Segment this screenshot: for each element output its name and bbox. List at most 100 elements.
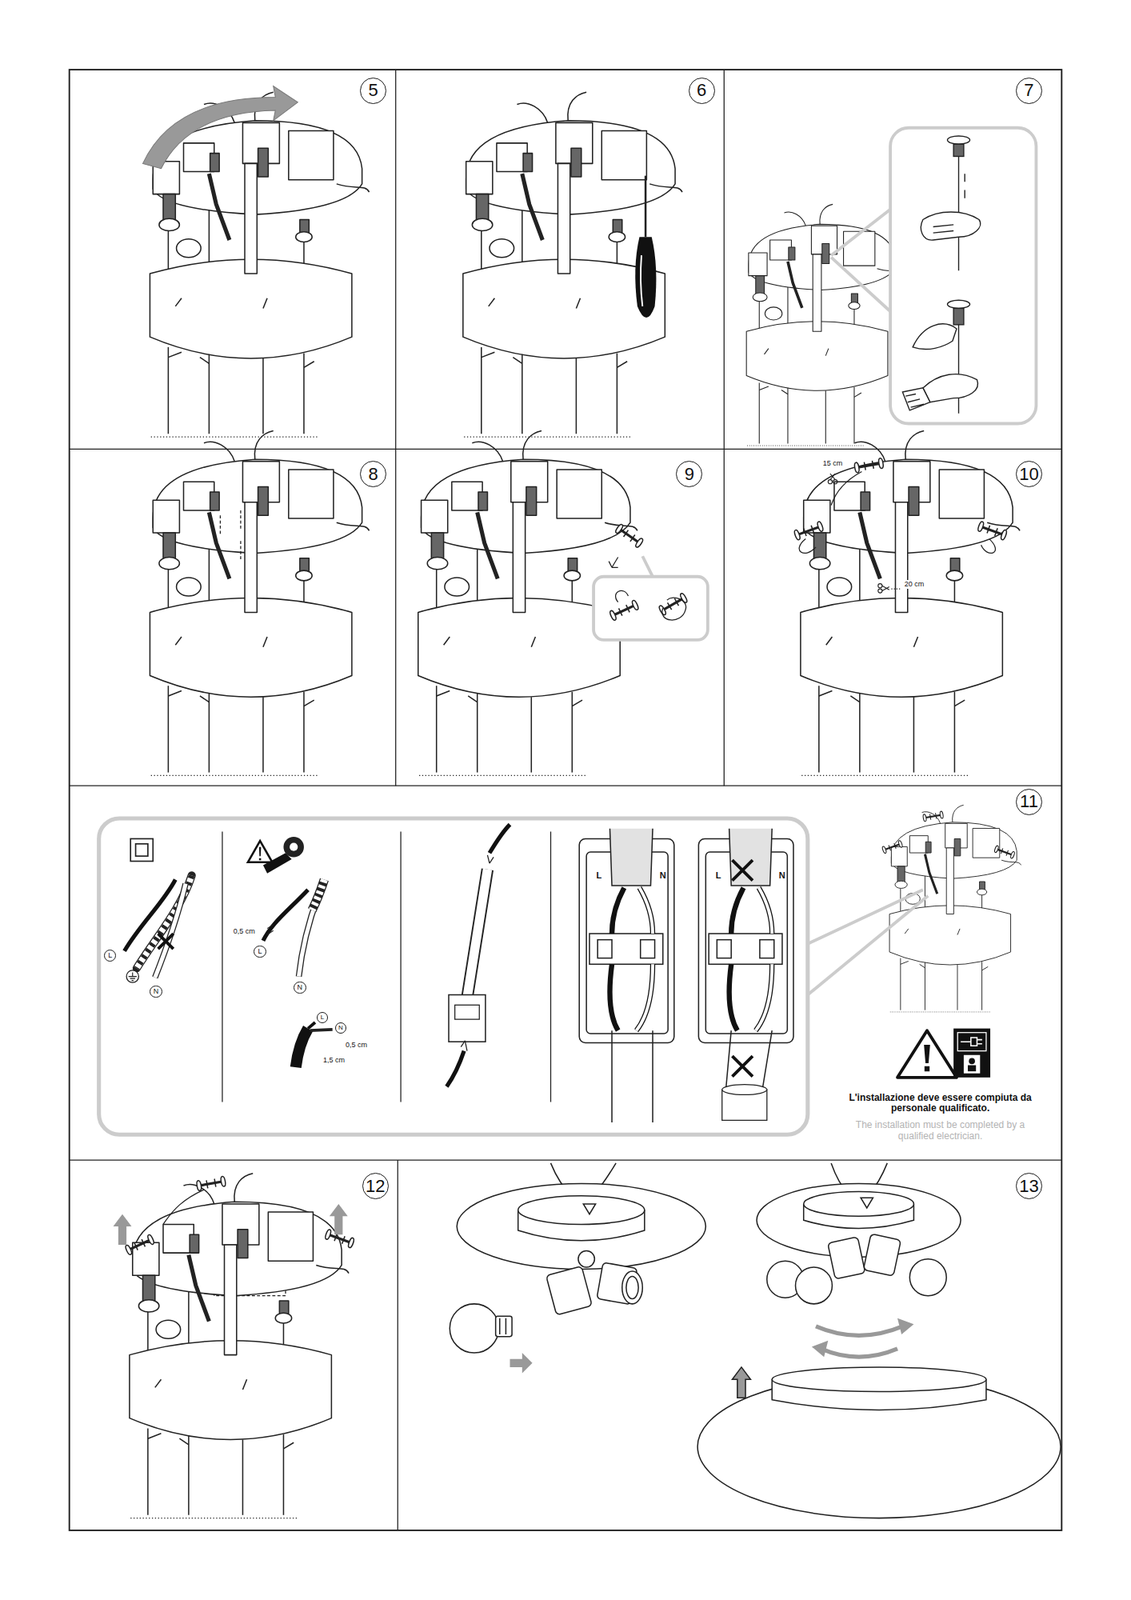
step-6-figure <box>644 175 648 238</box>
step-13-figure <box>449 1303 499 1353</box>
step-11-figure <box>960 1037 983 1046</box>
step-7-figure <box>947 135 970 144</box>
dimension: 1,5 cm <box>322 1055 346 1064</box>
step-11-figure <box>124 879 176 951</box>
step-11-figure <box>467 869 488 999</box>
step-11-figure <box>259 847 262 861</box>
step-11-figure <box>99 804 1022 1135</box>
step-11-figure <box>99 818 808 1135</box>
step-7-figure <box>831 257 891 312</box>
page-frame <box>397 1159 399 1531</box>
step-number: 12 <box>362 1172 389 1199</box>
step-13-figure <box>546 1266 593 1315</box>
step-10-figure <box>981 539 996 554</box>
step-13-figure <box>803 1191 915 1217</box>
step-11-figure <box>247 840 273 863</box>
step-13-figure <box>578 1250 595 1267</box>
step-10-figure <box>793 520 824 540</box>
node-text: N <box>297 983 304 992</box>
step-11-figure <box>130 838 153 861</box>
safety-note: The installation must be completed by a … <box>843 1119 1038 1143</box>
step-11-figure <box>263 852 292 874</box>
step-11-figure <box>455 1004 480 1020</box>
step-10-figure <box>831 471 862 505</box>
step-13-figure <box>909 1258 947 1296</box>
step-11-figure <box>221 831 223 1103</box>
step-13-figure <box>499 1318 507 1335</box>
node-text: 9 <box>684 465 695 484</box>
step-13-figure <box>827 1236 866 1279</box>
step-11-figure <box>222 831 552 1103</box>
step-12-figure <box>124 1234 156 1256</box>
dimension: 15 cm <box>822 459 844 468</box>
node-text: 11 <box>1019 792 1039 811</box>
step-11-figure <box>726 1030 772 1087</box>
step-11-figure <box>467 869 488 999</box>
dimension: 0,5 cm <box>344 1040 368 1049</box>
node-text: L <box>107 951 112 960</box>
node-text: N <box>338 1024 344 1032</box>
step-11-figure <box>550 831 552 1103</box>
step-11-figure <box>881 839 904 854</box>
step-11-figure <box>155 883 186 978</box>
step-11-figure <box>953 1028 991 1078</box>
step-10-figure <box>800 430 1020 776</box>
safety-note: L'installazione deve essere compiuta da … <box>843 1092 1038 1116</box>
step-11-figure <box>311 879 324 910</box>
step-number: 5 <box>359 77 387 104</box>
step-12-figure <box>129 1173 349 1519</box>
step-11-figure <box>889 804 1021 1012</box>
step-11-figure <box>135 843 148 856</box>
step-9-figure <box>615 590 629 602</box>
step-7-figure <box>746 203 900 446</box>
node-text: 12 <box>365 1177 385 1195</box>
step-7-figure <box>746 127 1036 446</box>
step-11-figure <box>311 879 324 910</box>
step-10-figure <box>878 588 883 593</box>
step-7-figure <box>947 299 970 308</box>
step-9-figure <box>642 555 653 577</box>
step-11-figure <box>267 924 274 936</box>
page-frame <box>69 448 1063 450</box>
step-9-figure <box>608 557 618 568</box>
node-text: 8 <box>368 465 379 484</box>
step-10-figure <box>793 430 1020 776</box>
step-number: 13 <box>1015 1172 1043 1199</box>
step-13-figure <box>518 1195 645 1225</box>
step-13-figure <box>811 1340 828 1357</box>
step-6-figure <box>463 91 683 437</box>
node-text: 5 <box>368 81 379 100</box>
step-13-figure <box>622 1270 644 1304</box>
step-number: 10 <box>1015 460 1043 488</box>
step-7-figure <box>902 135 980 414</box>
step-13-figure <box>795 1266 833 1304</box>
step-11-figure <box>158 933 174 949</box>
step-9-figure <box>593 576 708 640</box>
step-7-figure <box>953 307 964 324</box>
terminal-label: N <box>778 870 787 881</box>
step-11-figure <box>448 995 486 1043</box>
step-7-figure <box>958 324 960 414</box>
step-5-figure <box>143 85 370 437</box>
step-number: 11 <box>1015 788 1043 816</box>
step-5-figure <box>143 85 299 168</box>
step-8-figure <box>149 430 369 776</box>
step-11-figure <box>295 1028 308 1068</box>
step-11-figure <box>897 1030 957 1078</box>
step-11-figure <box>923 811 944 822</box>
step-13-figure <box>731 1366 751 1398</box>
step-11-figure <box>310 1029 333 1031</box>
page-frame <box>723 69 725 786</box>
node-text: N <box>153 987 160 996</box>
step-7-figure <box>912 323 957 350</box>
step-10-figure <box>977 520 1008 540</box>
page-frame <box>69 785 1063 787</box>
node-text: 7 <box>1023 81 1034 100</box>
step-6-figure <box>635 236 656 318</box>
step-10-figure <box>830 473 836 480</box>
step-13-figure <box>510 1352 533 1374</box>
step-7-figure <box>902 387 930 411</box>
step-11-figure <box>722 1084 768 1096</box>
step-11-figure <box>263 889 308 941</box>
